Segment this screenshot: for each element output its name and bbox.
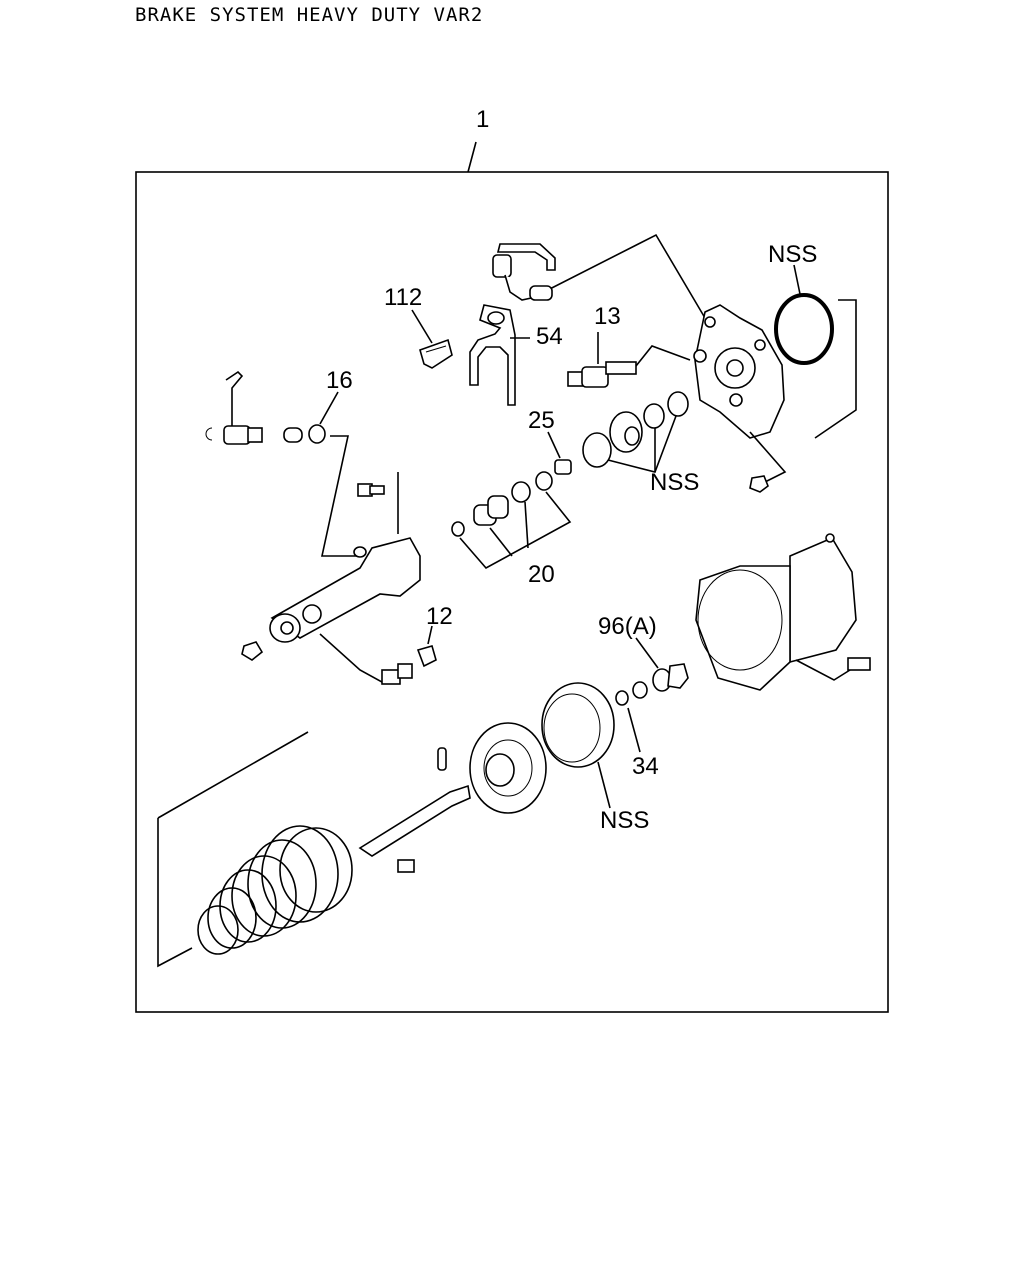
leader-16	[319, 391, 339, 425]
nss-o-ring-large[interactable]	[774, 293, 834, 365]
callout-96a[interactable]: 96(A)	[598, 613, 657, 640]
callout-54[interactable]: 54	[536, 323, 563, 350]
part-34-o-ring[interactable]	[615, 690, 629, 706]
leader-nss-top	[793, 264, 801, 295]
callout-nss-mid[interactable]: NSS	[650, 469, 699, 496]
push-rod[interactable]	[358, 747, 471, 873]
callout-112[interactable]: 112	[384, 284, 422, 311]
callout-12[interactable]: 12	[426, 603, 453, 630]
leader-25	[547, 431, 561, 459]
part-12-cap[interactable]	[416, 645, 437, 668]
leader-96a	[635, 637, 659, 669]
callout-1[interactable]: 1	[476, 106, 489, 133]
nut-left[interactable]	[241, 641, 264, 661]
leader-112	[411, 309, 433, 344]
bleeder-screw[interactable]	[381, 663, 413, 685]
return-spring[interactable]	[197, 825, 353, 955]
page-title: BRAKE SYSTEM HEAVY DUTY VAR2	[135, 4, 484, 26]
part-112-clip[interactable]	[419, 338, 453, 369]
part-96a-nut-set[interactable]	[632, 663, 689, 699]
valve-housing[interactable]	[693, 304, 785, 439]
assembly-frame	[135, 171, 889, 1013]
leader-1	[467, 141, 477, 173]
brake-pipe-bracket[interactable]	[492, 243, 556, 301]
callout-25[interactable]: 25	[528, 407, 555, 434]
nut-small[interactable]	[749, 475, 769, 493]
callout-20[interactable]: 20	[528, 561, 555, 588]
leader-34	[627, 707, 641, 753]
nss-diaphragm[interactable]	[541, 682, 615, 768]
front-housing[interactable]	[695, 533, 857, 691]
callout-13[interactable]: 13	[594, 303, 621, 330]
leader-20	[459, 491, 572, 570]
callout-nss-bottom[interactable]: NSS	[600, 807, 649, 834]
callout-16[interactable]: 16	[326, 367, 353, 394]
part-54-fork[interactable]	[469, 304, 516, 406]
cylinder-body[interactable]	[269, 537, 421, 643]
bolt-small[interactable]	[357, 483, 385, 497]
piston-plate[interactable]	[469, 722, 547, 814]
part-20-piston-set[interactable]	[451, 471, 553, 537]
seal-group-nss[interactable]	[582, 391, 689, 468]
leader-nss-bottom	[597, 761, 611, 809]
part-13-sensor[interactable]	[567, 361, 637, 388]
bolt-right[interactable]	[847, 657, 871, 671]
callout-34[interactable]: 34	[632, 753, 659, 780]
leader-12	[427, 625, 433, 645]
callout-nss-top[interactable]: NSS	[768, 241, 817, 268]
part-25-piston[interactable]	[554, 459, 572, 475]
leader-54-to-housing	[535, 233, 706, 319]
leader-nss-ring-bracket	[814, 299, 857, 439]
part-16-fitting[interactable]	[205, 370, 326, 445]
